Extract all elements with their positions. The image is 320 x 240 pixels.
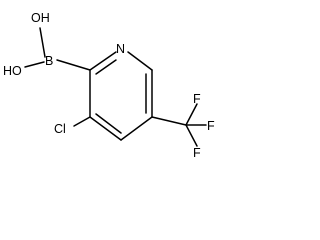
bond-c5-c4	[120, 116, 153, 141]
atom-label-f-right: F	[207, 119, 215, 133]
atom-label-chlorine: Cl	[54, 122, 66, 136]
bond-c2-n-inner	[95, 59, 117, 75]
atom-label-oh-top: OH	[31, 11, 50, 25]
bond-c5-cf3	[151, 116, 187, 126]
atom-label-nitrogen: N	[116, 42, 125, 56]
atom-label-f-bottom: F	[193, 146, 201, 160]
bond-cf3-f-bottom	[185, 124, 198, 147]
bond-b-oh-top	[39, 27, 46, 58]
bond-b-c2	[56, 59, 91, 71]
bond-b-oh-bottom	[24, 61, 45, 68]
bond-cf3-f-top	[185, 103, 198, 126]
bond-c2-n	[89, 51, 117, 71]
atom-label-f-top: F	[193, 92, 201, 106]
atom-label-boron: B	[45, 54, 53, 68]
bond-c3-cl	[73, 116, 91, 127]
bond-n-c6	[127, 51, 153, 71]
bond-c4-c3-inner	[95, 113, 122, 134]
bond-c4-c3	[89, 116, 122, 141]
chemical-structure: OH HO B N Cl F F F	[3, 11, 215, 160]
atom-label-oh-bottom: HO	[3, 64, 22, 78]
